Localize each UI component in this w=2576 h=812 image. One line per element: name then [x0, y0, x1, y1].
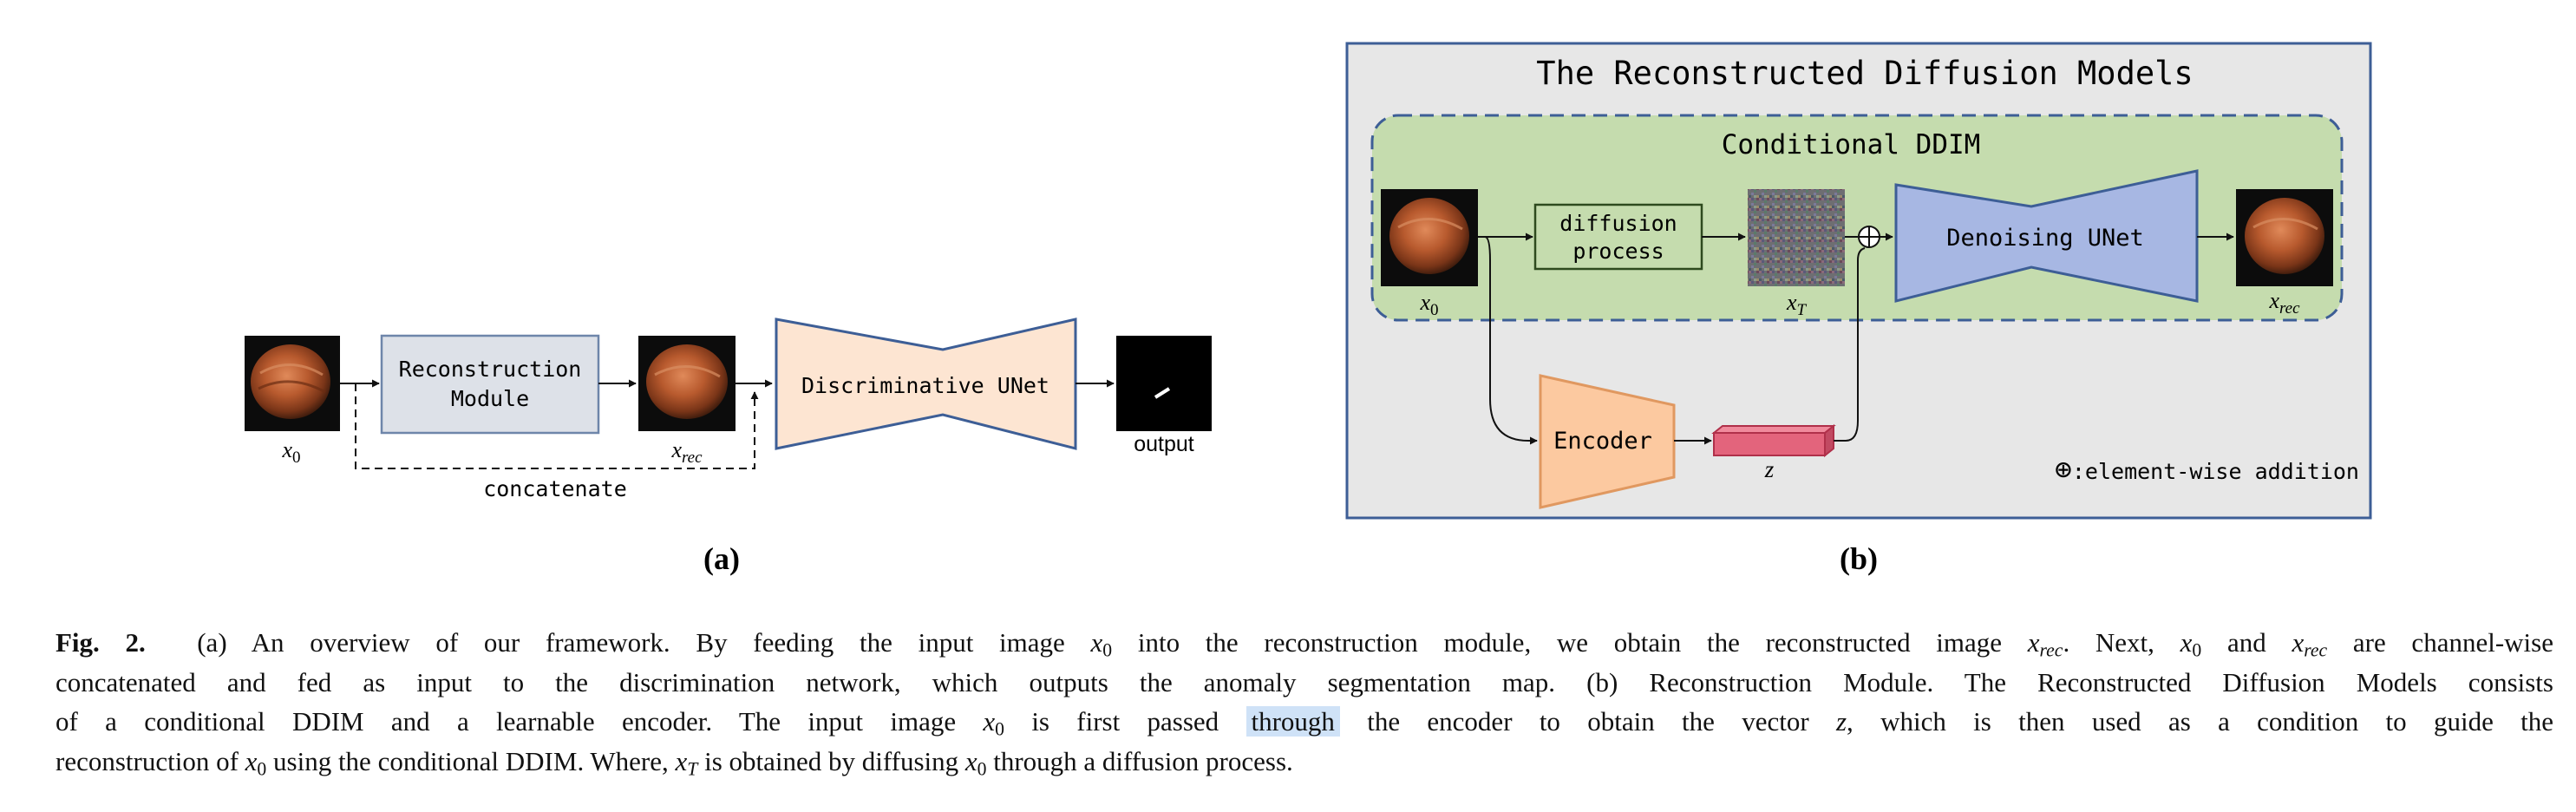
- noise-label: xT: [1786, 290, 1808, 319]
- caption-sub: 0: [2192, 639, 2202, 661]
- output-label: output: [1134, 432, 1194, 456]
- discriminative-unet-label: Discriminative UNet: [801, 373, 1049, 398]
- caption-text: through a diffusion process.: [986, 745, 1293, 776]
- encoder-label: Encoder: [1553, 428, 1652, 455]
- denoising-unet-label: Denoising UNet: [1946, 225, 2144, 252]
- caption-line-1: Fig. 2. (a) An overview of our framework…: [56, 623, 2553, 663]
- caption-sub: rec: [2304, 639, 2328, 661]
- element-wise-addition-icon: [1845, 226, 1880, 248]
- highlighted-word[interactable]: through: [1246, 706, 1340, 737]
- caption-var: x: [2180, 627, 2193, 658]
- caption-line-2: concatenated and fed as input to the dis…: [56, 666, 2553, 697]
- encoder-shape: [1539, 374, 1676, 509]
- caption-var: x: [2292, 627, 2305, 658]
- concatenate-dashed-arrow: [355, 383, 759, 469]
- caption-text: , which is then used as a condition to g…: [1847, 706, 2553, 737]
- caption-line-4: reconstruction of x0 using the condition…: [56, 742, 2553, 782]
- caption-sub: 0: [1102, 639, 1113, 661]
- caption-var: z: [1835, 706, 1847, 737]
- input-label-a: x0: [281, 437, 300, 467]
- diffusion-process-box: [1533, 203, 1703, 271]
- caption-var: x: [964, 745, 977, 776]
- diffusion-line1: diffusion: [1559, 211, 1677, 236]
- reconstructed-image-thumb: [638, 336, 736, 431]
- figure-caption: Fig. 2. (a) An overview of our framework…: [56, 623, 2553, 781]
- concatenate-label: concatenate: [483, 476, 627, 501]
- caption-text: into the reconstruction module, we obtai…: [1112, 627, 2028, 658]
- caption-sub: rec: [2039, 639, 2063, 661]
- caption-line-3: of a conditional DDIM and a learnable en…: [56, 702, 2553, 742]
- caption-text: reconstruction of: [56, 745, 245, 776]
- caption-var: x: [1090, 627, 1103, 658]
- caption-text: is first passed: [1004, 706, 1246, 737]
- figure-2: x0 Reconstruction Module xrec concatenat…: [245, 42, 2372, 576]
- caption-text: using the conditional DDIM. Where,: [266, 745, 676, 776]
- panel-a: x0 Reconstruction Module xrec concatenat…: [245, 318, 1212, 576]
- recon-module-line2: Module: [451, 386, 529, 411]
- caption-sub: 0: [995, 718, 1005, 740]
- conditional-ddim-title: Conditional DDIM: [1722, 129, 1981, 160]
- input-image-thumb: [245, 336, 340, 431]
- panel-b-label: (b): [1840, 541, 1878, 576]
- noise-image-thumb: [1748, 189, 1845, 286]
- caption-text: the encoder to obtain the vector: [1339, 706, 1836, 737]
- panel-a-label: (a): [703, 541, 740, 576]
- latent-vector-z: [1711, 423, 1836, 458]
- diffusion-line2: process: [1572, 239, 1664, 264]
- caption-sub: T: [687, 757, 698, 779]
- caption-text: (a) An overview of our framework. By fee…: [197, 627, 1091, 658]
- reconstruction-module-box: [380, 334, 600, 435]
- caption-text: and: [2201, 627, 2292, 658]
- caption-text: of a conditional DDIM and a learnable en…: [56, 706, 984, 737]
- caption-label: Fig. 2.: [56, 627, 146, 658]
- ddim-reconstructed-image-thumb: [2236, 189, 2333, 286]
- caption-var: x: [245, 745, 258, 776]
- ddim-input-image-thumb: [1381, 189, 1478, 286]
- caption-text: is obtained by diffusing: [697, 745, 965, 776]
- output-map-thumb: [1116, 336, 1212, 431]
- caption-sub: 0: [977, 757, 987, 779]
- ddim-rec-label: xrec: [2268, 288, 2300, 318]
- arrow-x0-to-encoder: [1484, 236, 1538, 445]
- arrow-z-to-add: [1834, 247, 1866, 442]
- ddim-input-label: x0: [1419, 290, 1438, 319]
- rec-label-a: xrec: [670, 437, 703, 467]
- addition-legend: ⊕:element-wise addition: [2055, 452, 2359, 486]
- z-label: z: [1764, 456, 1775, 482]
- recon-module-line1: Reconstruction: [399, 357, 582, 382]
- caption-var: x: [675, 745, 688, 776]
- panel-b: The Reconstructed Diffusion Models Condi…: [1345, 42, 2372, 576]
- panel-b-title: The Reconstructed Diffusion Models: [1536, 55, 2193, 92]
- denoising-unet-shape: [1894, 169, 2199, 303]
- caption-var: x: [2027, 627, 2040, 658]
- caption-var: x: [983, 706, 996, 737]
- caption-text: . Next,: [2063, 627, 2180, 658]
- discriminative-unet-shape: [775, 318, 1077, 450]
- caption-text: are channel-wise: [2327, 627, 2553, 658]
- caption-sub: 0: [257, 757, 267, 779]
